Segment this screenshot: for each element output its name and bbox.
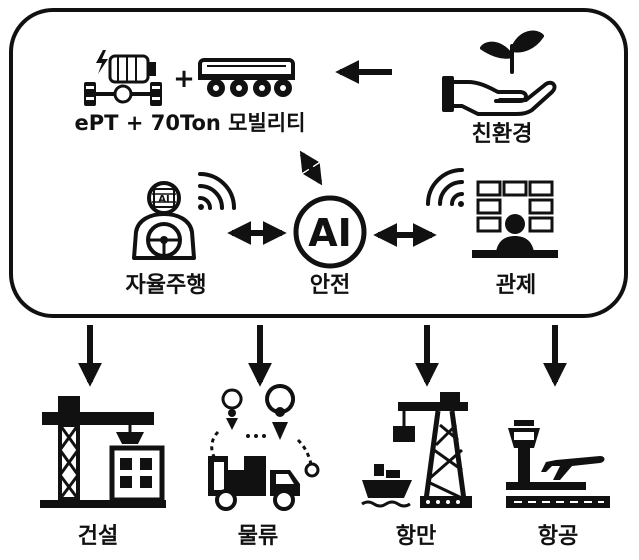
application-label-construction: 건설 <box>78 524 118 549</box>
application-label-airport: 항공 <box>538 524 578 549</box>
axle-icon <box>84 82 162 106</box>
control-label: 관제 <box>496 273 536 298</box>
construction-crane-icon <box>40 396 166 508</box>
eco-label: 친환경 <box>472 122 533 147</box>
application-label-port: 항만 <box>396 524 436 549</box>
mobility-ai-arrow <box>299 150 323 186</box>
safety-label: 안전 <box>310 273 350 298</box>
hand-sprout-icon <box>442 30 557 116</box>
application-label-logistics: 물류 <box>238 524 278 549</box>
plus-sign: + <box>173 64 195 94</box>
port-crane-ship-icon <box>361 392 472 508</box>
control-center-icon <box>426 168 558 258</box>
multi-axle-vehicle-icon <box>198 58 295 97</box>
ai-badge-text: AI <box>308 211 352 255</box>
ai-badge: AI <box>293 195 367 269</box>
powertrain-label: ePT + 70Ton 모빌리티 <box>75 111 306 135</box>
logistics-truck-icon <box>208 384 320 511</box>
airport-tower-plane-icon <box>506 420 610 508</box>
autonomous-label: 자율주행 <box>126 273 207 298</box>
chip-text: AI <box>158 194 169 205</box>
electric-motor-icon <box>96 50 156 84</box>
autonomous-driver-icon: AI <box>132 172 236 260</box>
